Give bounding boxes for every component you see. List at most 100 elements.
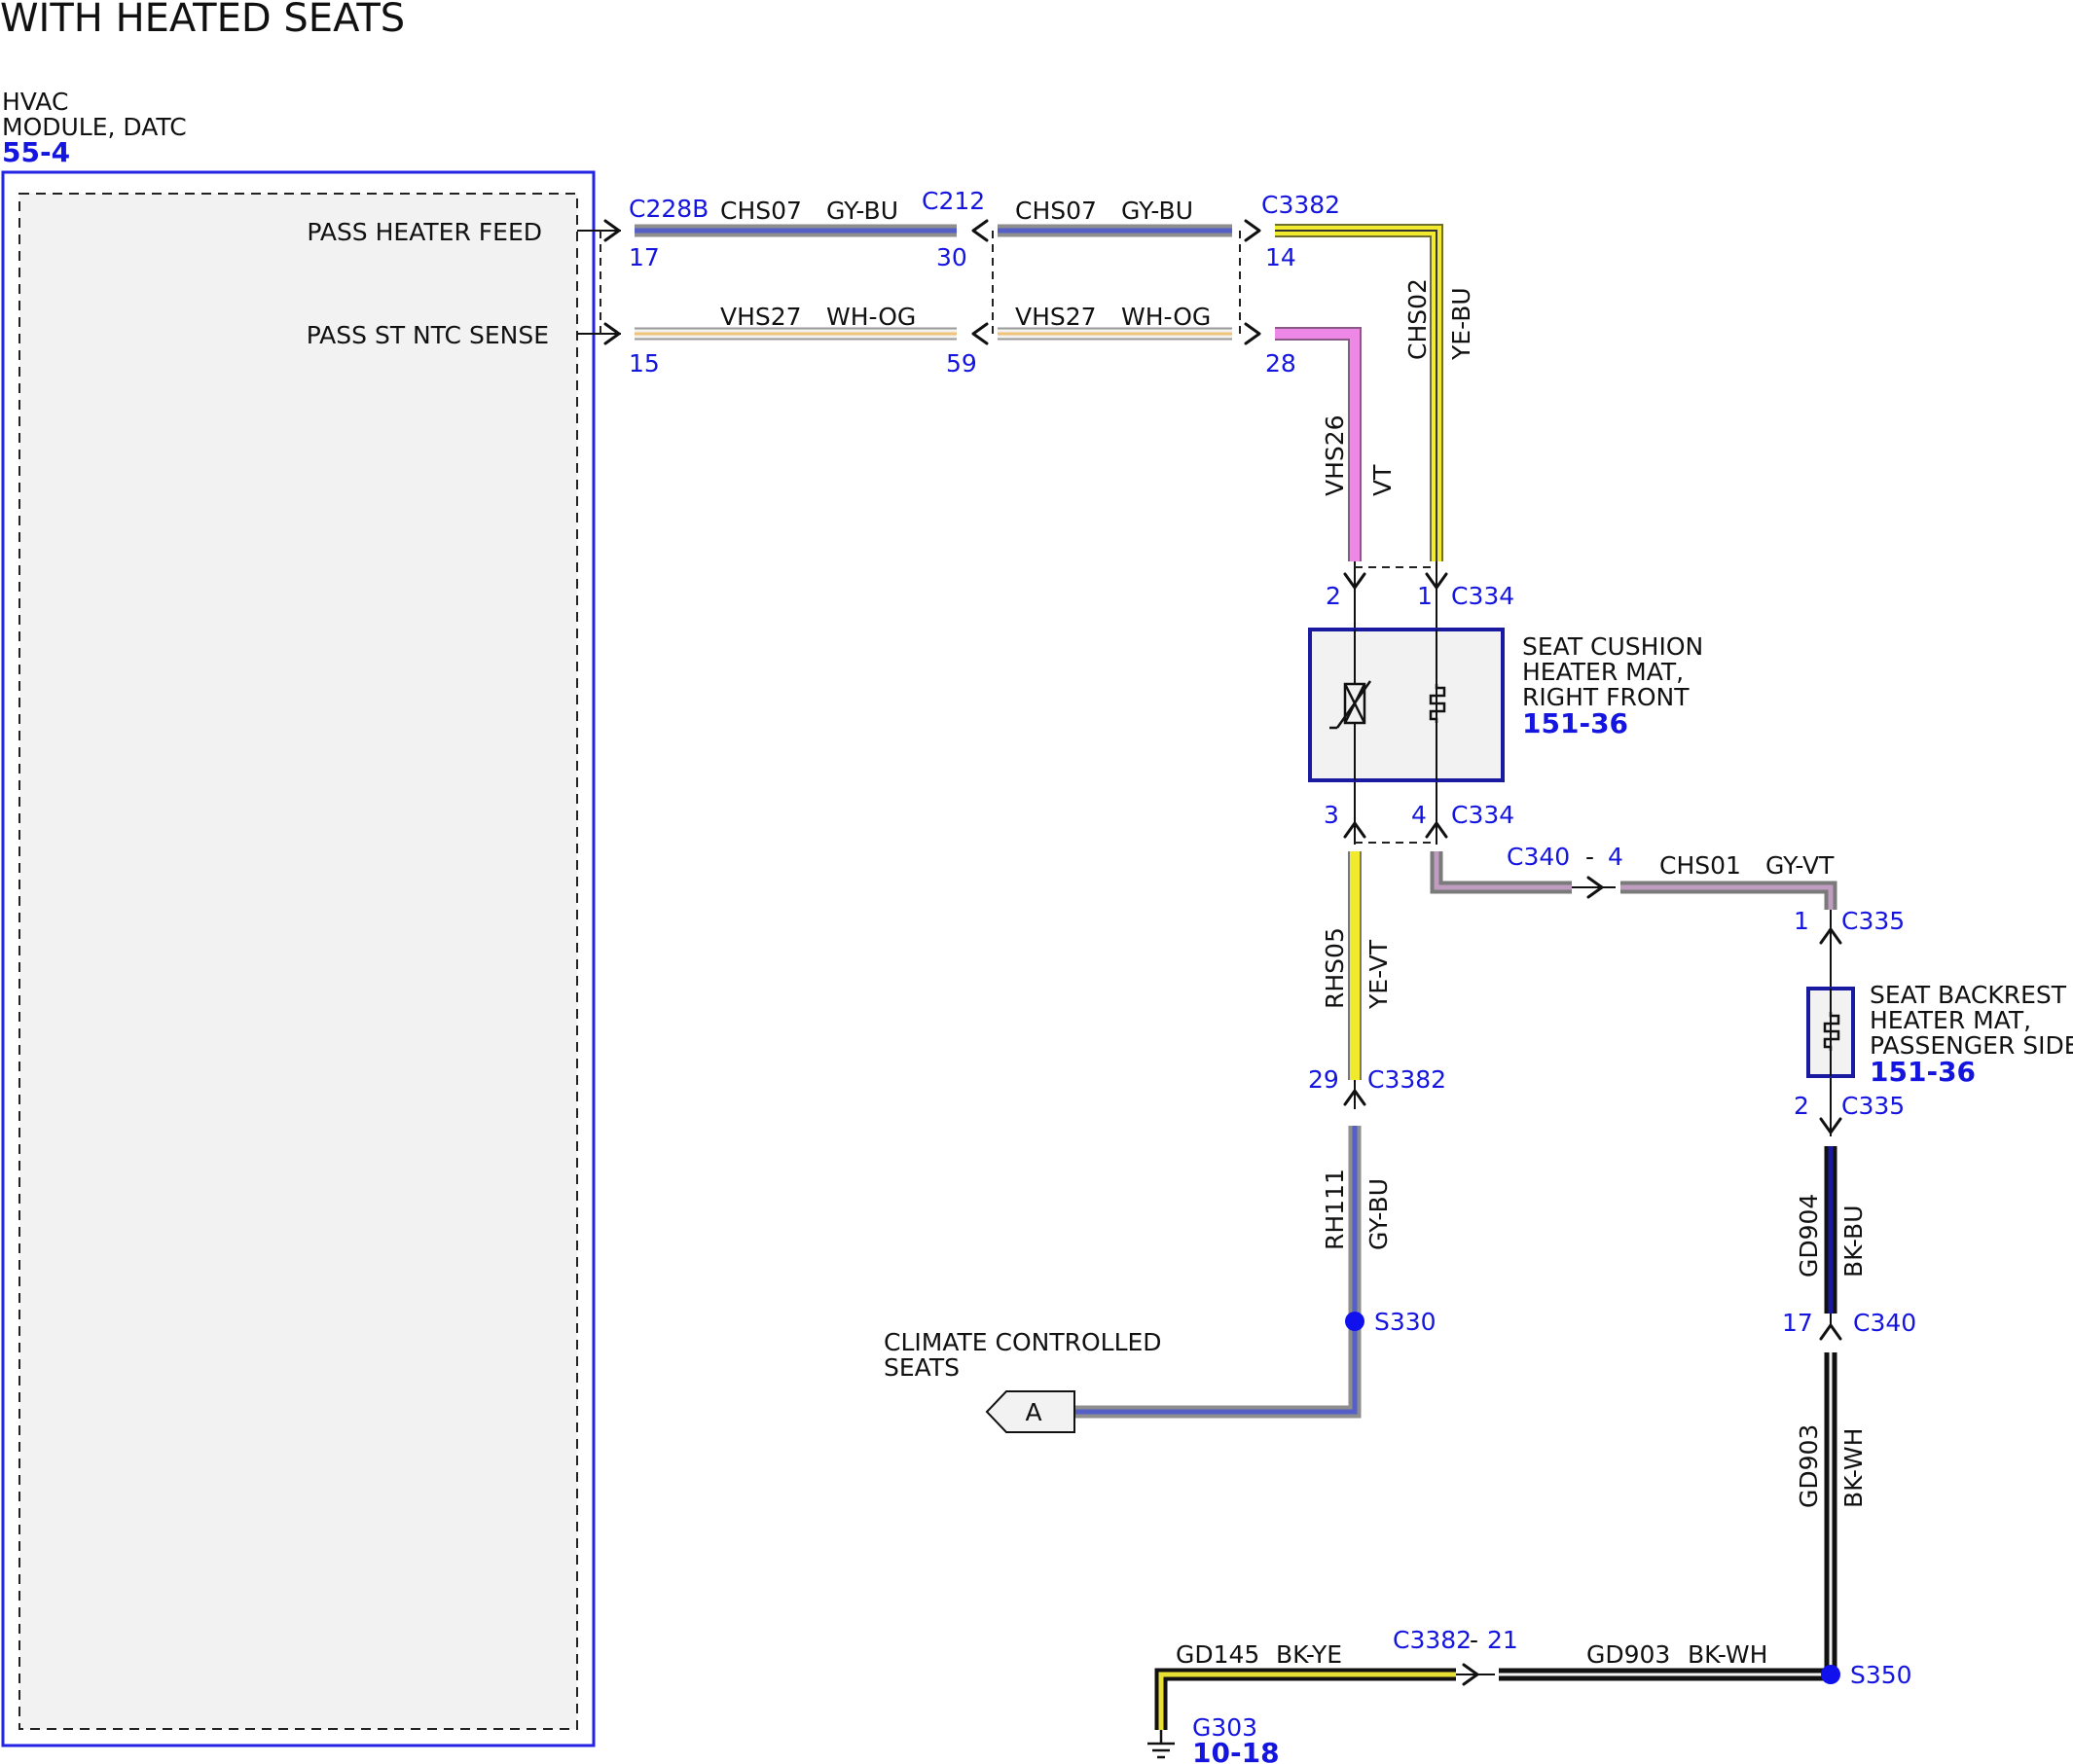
wire-gd145-bk-ye[interactable] [1154,1668,1456,1730]
pin-15: 15 [629,349,660,378]
w13-circuit: GD903 [1586,1640,1670,1669]
offpage-text-line2: SEATS [884,1353,960,1382]
backrest-heating-element-icon [1823,1012,1840,1051]
seat-cushion-heater-mat[interactable] [1308,628,1505,782]
pass-heater-feed-label: PASS HEATER FEED [307,218,542,246]
connector-c3382-bottom-label: C3382 [1393,1626,1472,1654]
cushion-name-line1: SEAT CUSHION [1522,632,1703,661]
c228b-pin15-arrow[interactable] [603,322,621,345]
connector-c340-label: C340 [1507,843,1570,871]
pin-59: 59 [946,349,977,378]
splice-s350-dot[interactable] [1821,1665,1840,1684]
w9-circuit: RH111 [1321,1169,1349,1250]
w2-color: GY-BU [1121,197,1193,225]
module-name-line2: MODULE, DATC [2,113,187,141]
c334-pin1-arrow[interactable] [1425,572,1448,590]
w7-color: GY-VT [1765,851,1835,880]
pin-30: 30 [936,243,967,271]
w8-circuit: RHS05 [1321,927,1349,1009]
ground-name-label: G303 [1192,1713,1257,1742]
c3382-pin28-arrow[interactable] [1244,322,1261,345]
offpage-connector-a[interactable] [985,1390,1075,1433]
pass-st-ntc-sense-label: PASS ST NTC SENSE [307,321,549,349]
connector-c212-label: C212 [922,187,985,215]
pin-28: 28 [1265,349,1296,378]
cushion-name-line2: HEATER MAT, [1522,658,1684,686]
w5-circuit: CHS02 [1403,278,1432,360]
pin-3-c334: 3 [1324,801,1339,829]
connector-c340-low-label: C340 [1853,1309,1916,1337]
backrest-name-line1: SEAT BACKREST [1870,981,2067,1009]
splice-s350-label: S350 [1850,1661,1912,1689]
c3382-pin21-arrow[interactable] [1462,1663,1479,1686]
c334-pin2-arrow[interactable] [1343,572,1366,590]
w12-color: BK-YE [1276,1640,1342,1669]
diagram-title: WITH HEATED SEATS [0,0,405,41]
wire-rh111-gy-bu[interactable] [1074,1126,1362,1419]
module-name-line1: HVAC [2,88,68,116]
wire-chs01-gy-vt[interactable] [1430,851,1837,910]
thermistor-icon [1329,680,1372,730]
c335-pin2-arrow[interactable] [1819,1117,1842,1134]
pin-1-c335: 1 [1794,907,1809,935]
w11-color: BK-WH [1839,1428,1868,1508]
hvac-module[interactable] [1,170,596,1747]
c340-pin4-arrow[interactable] [1586,876,1604,899]
pin-1-c334: 1 [1417,582,1433,610]
connector-c340-pin-label: 4 [1608,843,1623,871]
connector-c3382-top-label: C3382 [1261,191,1340,219]
connector-c228b-label: C228B [629,195,709,223]
connector-c340-dash: - [1585,843,1594,871]
pin-14: 14 [1265,243,1296,271]
c334-pin4-arrow[interactable] [1425,821,1448,839]
w1-circuit: CHS07 [720,197,802,225]
pin-2-c334: 2 [1326,582,1341,610]
w4-circuit: VHS27 [1015,303,1097,331]
wire-vhs26-vt[interactable] [1275,327,1362,561]
w10-color: BK-BU [1839,1206,1868,1278]
connector-c334-top-label: C334 [1451,582,1514,610]
c3382-pin14-arrow[interactable] [1244,219,1261,242]
c212-pin30-arrow[interactable] [971,219,989,242]
connector-c3382-bottom-dash: - [1470,1626,1478,1654]
backrest-name-line2: HEATER MAT, [1870,1006,2031,1034]
cushion-name-line3: RIGHT FRONT [1522,683,1690,711]
connector-c334-bottom-label: C334 [1451,801,1514,829]
w8-color: YE-VT [1364,939,1393,1010]
module-ref-link[interactable]: 55-4 [2,136,70,168]
c335-pin1-arrow[interactable] [1819,927,1842,945]
w5-color: YE-BU [1447,287,1475,361]
wire-chs02-ye-bu[interactable] [1275,224,1443,561]
c212-pin59-arrow[interactable] [971,322,989,345]
pin-2-c335: 2 [1794,1092,1809,1120]
w2-circuit: CHS07 [1015,197,1097,225]
w1-color: GY-BU [826,197,898,225]
connector-c335-bottom-label: C335 [1841,1092,1905,1120]
c334-pin3-arrow[interactable] [1343,821,1366,839]
w12-circuit: GD145 [1176,1640,1259,1669]
w3-color: WH-OG [826,303,916,331]
w4-color: WH-OG [1121,303,1211,331]
w6-color: VT [1368,464,1397,496]
w11-circuit: GD903 [1795,1424,1823,1508]
ground-symbol-icon [1147,1730,1175,1759]
w6-circuit: VHS26 [1321,414,1349,496]
w3-circuit: VHS27 [720,303,802,331]
pin-4-c334: 4 [1411,801,1427,829]
connector-c3382-mid-label: C3382 [1367,1065,1446,1094]
pin-17-c340: 17 [1782,1309,1813,1337]
splice-s330-label: S330 [1374,1308,1437,1336]
pin-17: 17 [629,243,660,271]
w9-color: GY-BU [1364,1178,1393,1250]
c228b-pin17-arrow[interactable] [603,219,621,242]
connector-c335-top-label: C335 [1841,907,1905,935]
c340-pin17-arrow[interactable] [1819,1323,1842,1341]
backrest-ref-link[interactable]: 151-36 [1870,1056,1976,1088]
cushion-ref-link[interactable]: 151-36 [1522,707,1628,739]
w13-color: BK-WH [1688,1640,1767,1669]
ground-ref-link[interactable]: 10-18 [1192,1737,1280,1764]
heating-element-icon [1429,684,1446,723]
c3382-pin29-arrow[interactable] [1343,1089,1366,1106]
splice-s330-dot[interactable] [1345,1312,1364,1331]
